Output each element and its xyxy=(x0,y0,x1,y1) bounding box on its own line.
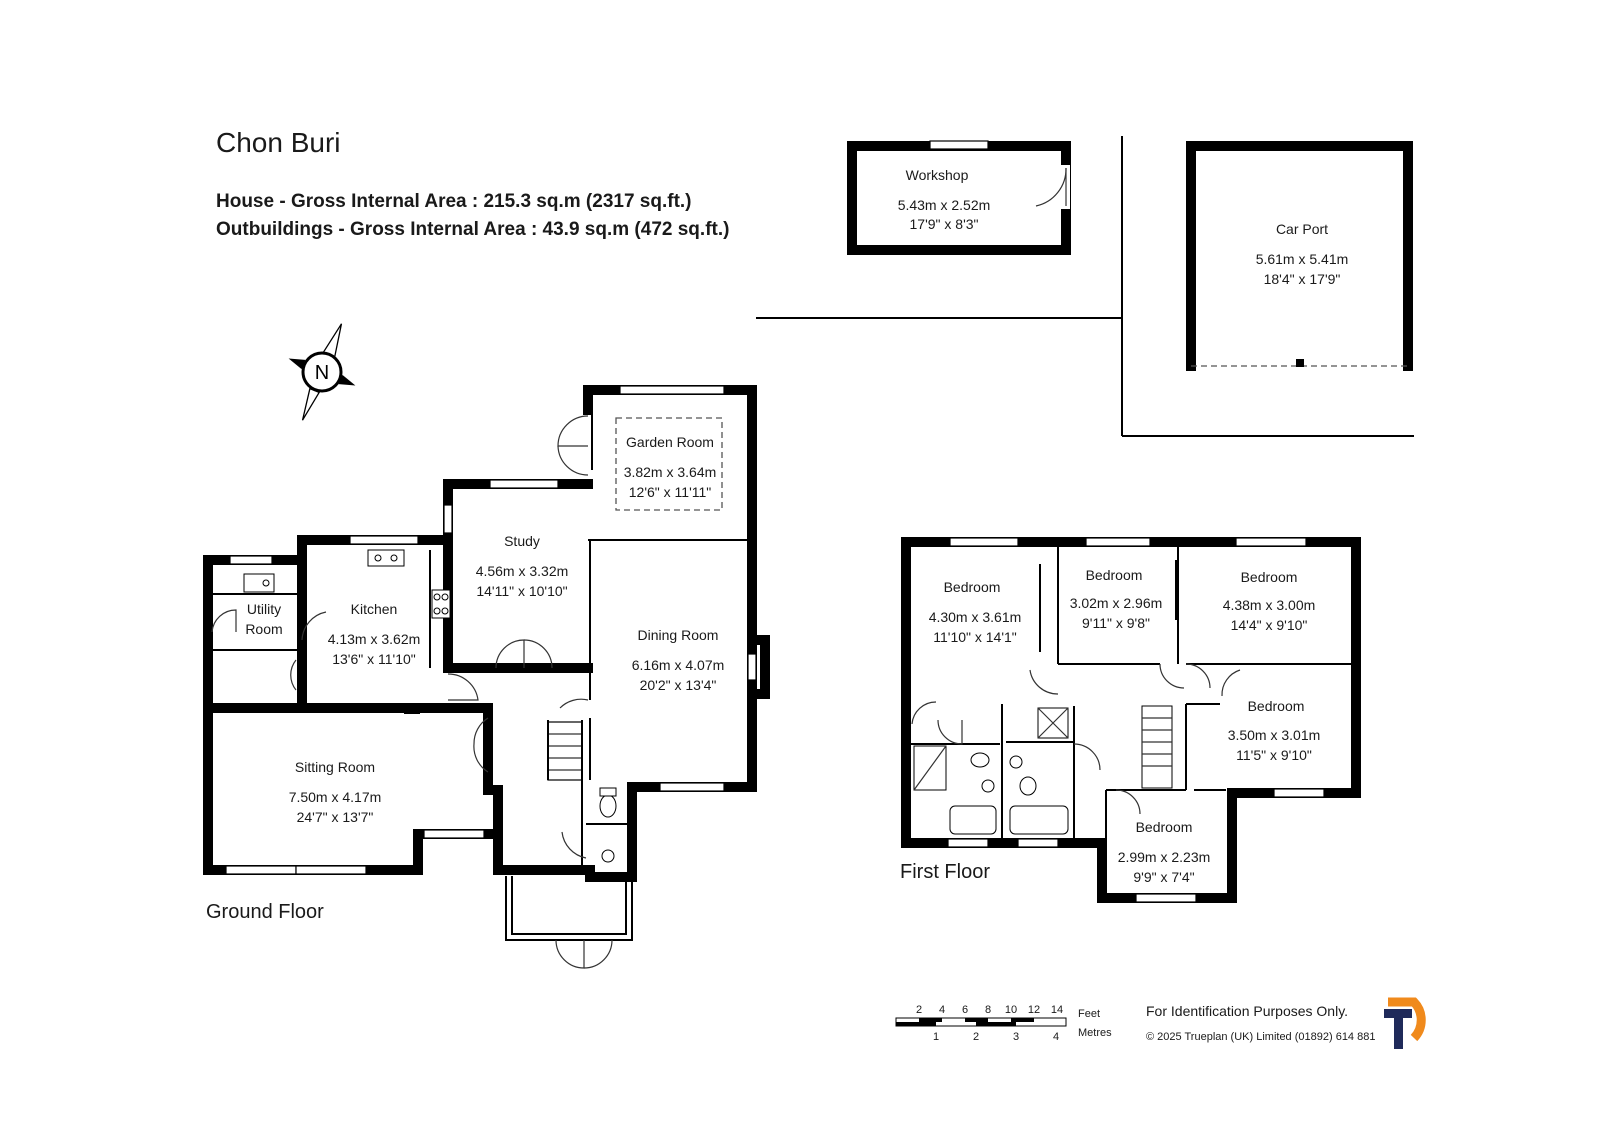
ground-floor-label: Ground Floor xyxy=(206,901,324,923)
workshop-imperial: 17'9" x 8'3" xyxy=(910,216,979,232)
bedroom-3-imperial: 14'4" x 9'10" xyxy=(1231,617,1308,633)
bedroom-4-name: Bedroom xyxy=(1248,698,1305,714)
trueplan-logo xyxy=(1384,997,1426,1049)
first-floor-plan xyxy=(901,537,1361,903)
copyright-text: © 2025 Trueplan (UK) Limited (01892) 614… xyxy=(1146,1031,1375,1043)
kitchen-name: Kitchen xyxy=(351,601,398,617)
kitchen-imperial: 13'6" x 11'10" xyxy=(332,651,416,667)
scale-bar: 2 4 6 8 10 12 14 1 2 3 4 Feet Metres xyxy=(895,1004,1112,1043)
bedroom-2-imperial: 9'11" x 9'8" xyxy=(1082,615,1150,631)
site-boundary xyxy=(756,136,1414,437)
sitting-room-metric: 7.50m x 4.17m xyxy=(289,789,382,805)
study-name: Study xyxy=(504,533,540,549)
scale-m-1: 1 xyxy=(933,1031,939,1043)
compass-n-label: N xyxy=(315,362,329,384)
north-compass: N xyxy=(288,323,356,421)
scale-ft-14: 14 xyxy=(1051,1004,1063,1016)
bedroom-1-imperial: 11'10" x 14'1" xyxy=(933,629,1017,645)
scale-metres-label: Metres xyxy=(1078,1027,1112,1039)
utility-room-name-line2: Room xyxy=(245,621,282,637)
dining-room-metric: 6.16m x 4.07m xyxy=(632,657,725,673)
bedroom-3-name: Bedroom xyxy=(1241,569,1298,585)
scale-ft-6: 6 xyxy=(962,1004,968,1016)
garden-room-metric: 3.82m x 3.64m xyxy=(624,464,717,480)
study-imperial: 14'11" x 10'10" xyxy=(476,583,567,599)
bedroom-5-imperial: 9'9" x 7'4" xyxy=(1133,869,1194,885)
bedroom-3-metric: 4.38m x 3.00m xyxy=(1223,597,1316,613)
scale-m-3: 3 xyxy=(1013,1031,1019,1043)
workshop-metric: 5.43m x 2.52m xyxy=(898,197,991,213)
dining-room-name: Dining Room xyxy=(638,627,719,643)
carport-imperial: 18'4" x 17'9" xyxy=(1264,271,1341,287)
sitting-room-imperial: 24'7" x 13'7" xyxy=(297,809,374,825)
scale-ft-2: 2 xyxy=(916,1004,922,1016)
outbuildings-area-text: Outbuildings - Gross Internal Area : 43.… xyxy=(216,219,729,240)
bedroom-5-metric: 2.99m x 2.23m xyxy=(1118,849,1211,865)
bedroom-1-metric: 4.30m x 3.61m xyxy=(929,609,1022,625)
workshop-outbuilding: Workshop 5.43m x 2.52m 17'9" x 8'3" xyxy=(847,140,1071,255)
study-metric: 4.56m x 3.32m xyxy=(476,563,569,579)
scale-m-4: 4 xyxy=(1053,1031,1059,1043)
bedroom-5-name: Bedroom xyxy=(1136,819,1193,835)
kitchen-metric: 4.13m x 3.62m xyxy=(328,631,421,647)
carport-outbuilding: Car Port 5.61m x 5.41m 18'4" x 17'9" xyxy=(1186,141,1413,371)
sitting-room-name: Sitting Room xyxy=(295,759,375,775)
bedroom-4-metric: 3.50m x 3.01m xyxy=(1228,727,1321,743)
scale-feet-label: Feet xyxy=(1078,1008,1100,1020)
carport-name: Car Port xyxy=(1276,221,1328,237)
scale-ft-10: 10 xyxy=(1005,1004,1017,1016)
bedroom-4-imperial: 11'5" x 9'10" xyxy=(1236,747,1312,763)
bedroom-1-name: Bedroom xyxy=(944,579,1001,595)
scale-ft-4: 4 xyxy=(939,1004,945,1016)
first-floor-label: First Floor xyxy=(900,861,990,883)
carport-metric: 5.61m x 5.41m xyxy=(1256,251,1349,267)
garden-room-imperial: 12'6" x 11'11" xyxy=(629,484,712,500)
dining-room-imperial: 20'2" x 13'4" xyxy=(640,677,717,693)
scale-ft-12: 12 xyxy=(1028,1004,1040,1016)
house-area-text: House - Gross Internal Area : 215.3 sq.m… xyxy=(216,191,692,212)
scale-m-2: 2 xyxy=(973,1031,979,1043)
bedroom-2-metric: 3.02m x 2.96m xyxy=(1070,595,1163,611)
workshop-name: Workshop xyxy=(906,167,969,183)
page-title: Chon Buri xyxy=(216,127,341,158)
utility-room-name-line1: Utility xyxy=(247,601,281,617)
scale-ft-8: 8 xyxy=(985,1004,991,1016)
garden-room-name: Garden Room xyxy=(626,434,714,450)
bedroom-2-name: Bedroom xyxy=(1086,567,1143,583)
disclaimer-text: For Identification Purposes Only. xyxy=(1146,1003,1348,1019)
ground-floor-plan xyxy=(203,385,770,969)
